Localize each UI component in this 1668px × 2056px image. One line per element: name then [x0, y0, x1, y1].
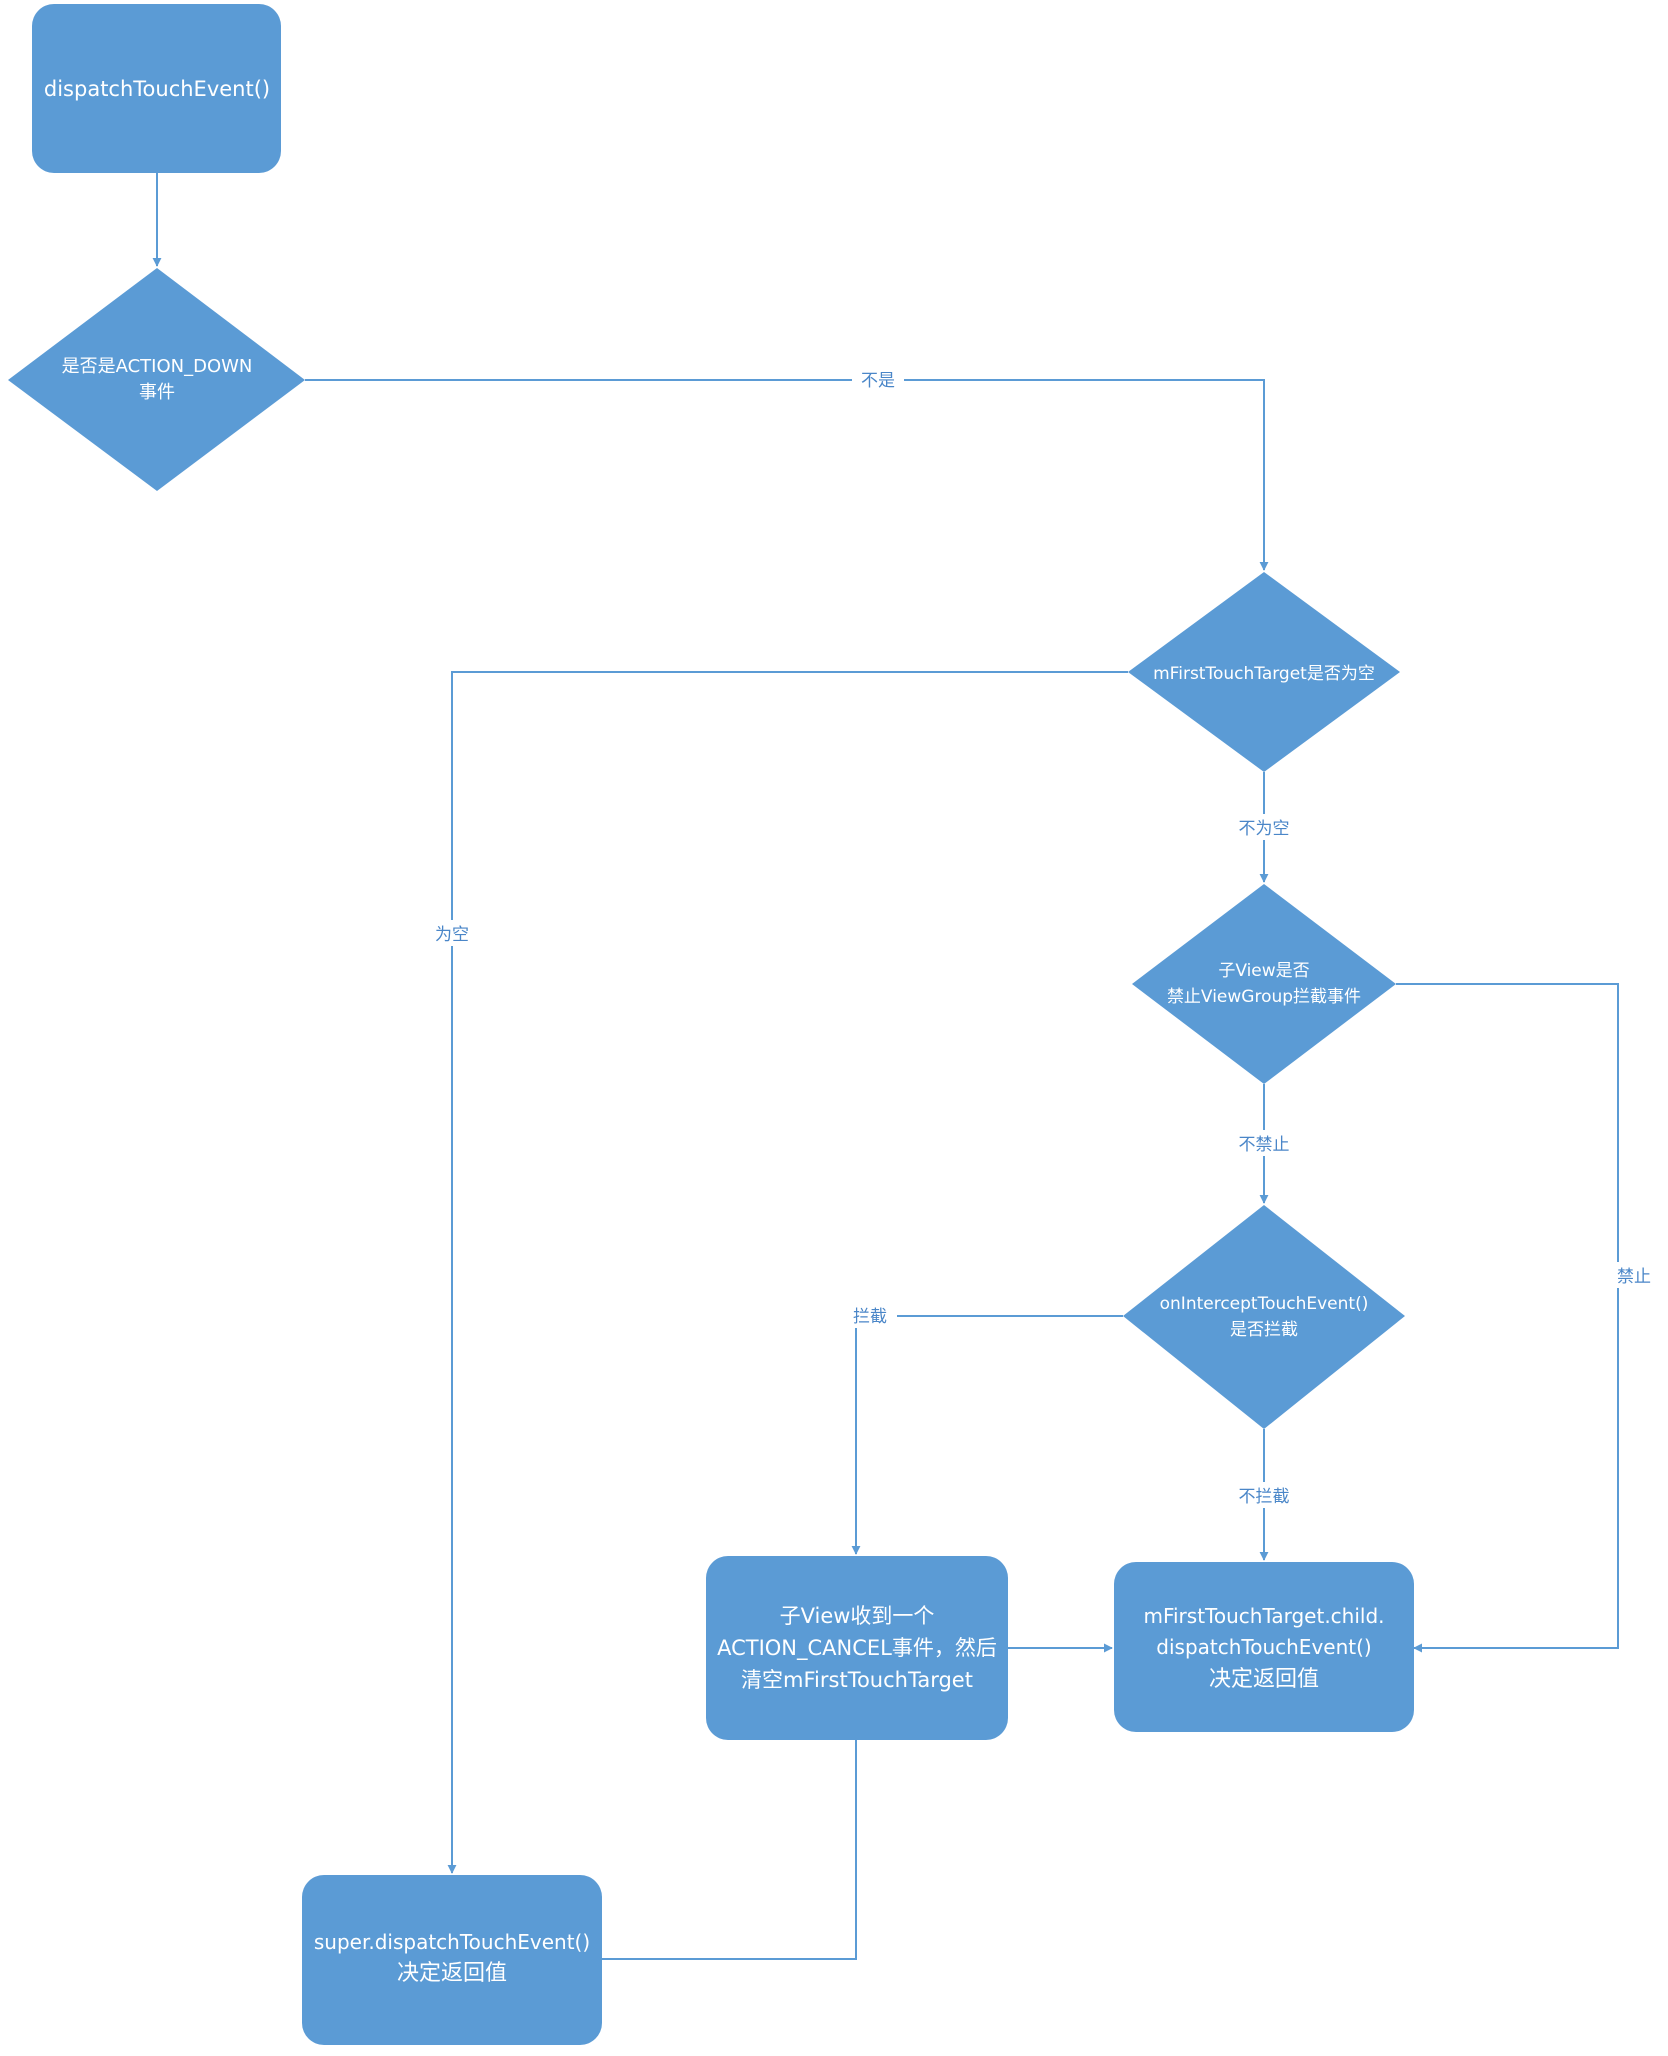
- action-down-label-line2: 事件: [139, 382, 175, 403]
- child-disallow-label-line2: 禁止ViewGroup拦截事件: [1167, 987, 1361, 1007]
- label-is-null: 为空: [435, 925, 469, 945]
- first-target-null-label: mFirstTouchTarget是否为空: [1153, 664, 1375, 684]
- action-down-label-line1: 是否是ACTION_DOWN: [62, 356, 253, 377]
- child-cancel-label-line3: 清空mFirstTouchTarget: [741, 1668, 973, 1692]
- child-dispatch-label-line1: mFirstTouchTarget.child.: [1143, 1604, 1384, 1628]
- label-not-disallow: 不禁止: [1239, 1135, 1290, 1155]
- edge-cancel-to-super: [602, 1740, 857, 1960]
- edge-disallow: [1396, 983, 1619, 1653]
- action-down-decision: 是否是ACTION_DOWN 事件: [8, 268, 305, 491]
- edge-intercept: [851, 1315, 1123, 1555]
- super-dispatch-label-line1: super.dispatchTouchEvent(): [314, 1930, 590, 1954]
- super-dispatch-label-line2: 决定返回值: [397, 1961, 507, 1986]
- on-intercept-label-line2: 是否拦截: [1230, 1320, 1298, 1340]
- on-intercept-decision: onInterceptTouchEvent() 是否拦截: [1123, 1205, 1405, 1429]
- child-dispatch-label-line3: 决定返回值: [1209, 1667, 1319, 1692]
- child-cancel-node: 子View收到一个 ACTION_CANCEL事件，然后 清空mFirstTou…: [706, 1556, 1008, 1740]
- edge-is-null: [447, 671, 1128, 1874]
- child-cancel-label-line1: 子View收到一个: [780, 1604, 935, 1628]
- start-node-label: dispatchTouchEvent(): [44, 77, 270, 101]
- child-disallow-label-line1: 子View是否: [1218, 961, 1309, 981]
- on-intercept-label-line1: onInterceptTouchEvent(): [1160, 1294, 1369, 1314]
- label-intercept: 拦截: [853, 1307, 887, 1327]
- label-not-down: 不是: [861, 371, 895, 391]
- child-dispatch-label-line2: dispatchTouchEvent(): [1156, 1635, 1371, 1659]
- first-target-null-decision: mFirstTouchTarget是否为空: [1128, 572, 1400, 772]
- start-node: dispatchTouchEvent(): [32, 4, 281, 173]
- label-not-intercept: 不拦截: [1239, 1487, 1290, 1507]
- label-not-null: 不为空: [1239, 819, 1290, 839]
- child-disallow-decision: 子View是否 禁止ViewGroup拦截事件: [1132, 884, 1396, 1084]
- child-cancel-label-line2: ACTION_CANCEL事件，然后: [717, 1636, 997, 1661]
- edge-not-down: [305, 379, 1269, 571]
- super-dispatch-node: super.dispatchTouchEvent() 决定返回值: [302, 1875, 602, 2045]
- child-dispatch-node: mFirstTouchTarget.child. dispatchTouchEv…: [1114, 1562, 1414, 1732]
- label-disallow: 禁止: [1617, 1267, 1651, 1287]
